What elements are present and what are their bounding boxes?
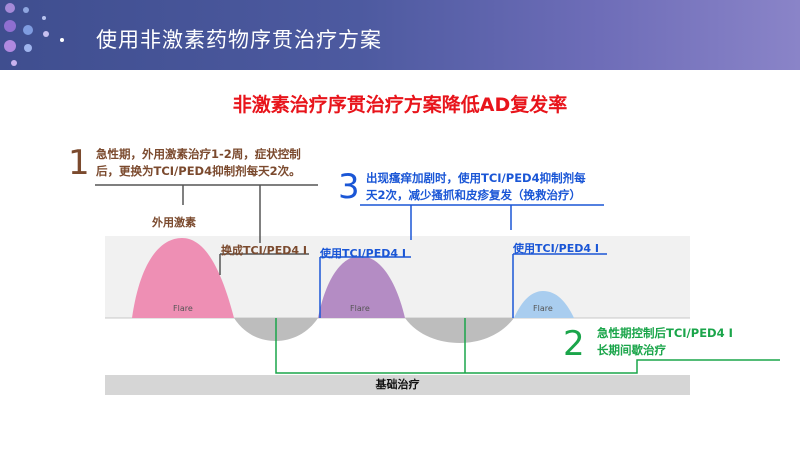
decorative-dots-icon — [4, 3, 64, 66]
label-topical-steroid: 外用激素 — [152, 216, 196, 229]
step-2-line2: 长期间歇治疗 — [597, 343, 666, 357]
page-title: 使用非激素药物序贯治疗方案 — [96, 28, 382, 52]
label-switch-tci: 换成TCI/PED4 I — [221, 244, 307, 257]
step-1-line1: 急性期，外用激素治疗1-2周，症状控制 — [96, 147, 301, 161]
flare-peak-1 — [132, 238, 234, 318]
trough-2 — [405, 318, 514, 343]
step-1-note: 急性期，外用激素治疗1-2周，症状控制 后，更换为TCI/PED4抑制剂每天2次… — [96, 146, 301, 180]
step-1-line2: 后，更换为TCI/PED4抑制剂每天2次。 — [96, 164, 301, 178]
step-3-note: 出现瘙痒加剧时，使用TCI/PED4抑制剂每 天2次，减少搔抓和皮疹复发（挽救治… — [366, 170, 586, 204]
flare-label-2: Flare — [350, 304, 370, 313]
flare-label-3: Flare — [533, 304, 553, 313]
note2-bracket — [275, 318, 780, 374]
flare-label-1: Flare — [173, 304, 193, 313]
step-3-line1: 出现瘙痒加剧时，使用TCI/PED4抑制剂每 — [366, 171, 586, 185]
step-3-number: 3 — [338, 167, 360, 207]
flare-peak-2 — [318, 256, 405, 318]
step-2-line1: 急性期控制后TCI/PED4 I — [597, 326, 733, 340]
base-therapy-label: 基础治疗 — [375, 378, 420, 391]
base-therapy-bar — [105, 375, 690, 395]
label-use-tci-2: 使用TCI/PED4 I — [513, 242, 599, 255]
flare-peak-3 — [514, 291, 574, 318]
step-1-number: 1 — [68, 143, 90, 183]
step-3-line2: 天2次，减少搔抓和皮疹复发（挽救治疗） — [366, 188, 581, 202]
step-2-number: 2 — [563, 324, 585, 364]
diagram-title: 非激素治疗序贯治疗方案降低AD复发率 — [232, 94, 568, 116]
header-bar: 使用非激素药物序贯治疗方案 — [0, 0, 800, 70]
step-2-note: 急性期控制后TCI/PED4 I 长期间歇治疗 — [597, 325, 733, 359]
label-use-tci-1: 使用TCI/PED4 I — [320, 247, 406, 260]
